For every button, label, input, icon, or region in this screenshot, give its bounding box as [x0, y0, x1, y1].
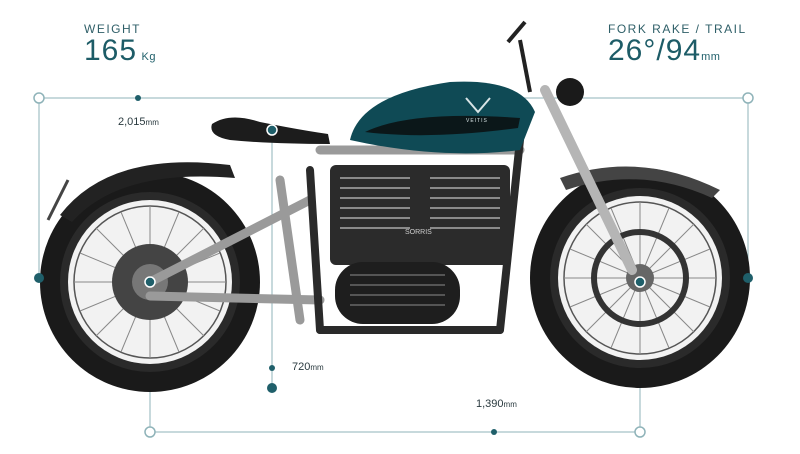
length-dimension: 2,015mm [118, 116, 159, 128]
weight-spec: WEIGHT 165 Kg [84, 22, 156, 66]
rear-fender [60, 162, 235, 222]
svg-text:SORRIS: SORRIS [405, 229, 432, 236]
front-fork [540, 85, 637, 275]
fork-value: 26°/94 [608, 34, 702, 67]
headlight [556, 78, 584, 106]
wheelbase-unit: mm [503, 400, 517, 409]
wheelbase-value: 1,390 [476, 398, 504, 410]
svg-text:VEITIS: VEITIS [466, 118, 488, 124]
weight-value: 165 [84, 34, 138, 67]
dimension-nodes [33, 92, 754, 438]
weight-label: WEIGHT [84, 22, 141, 36]
engine: SORRIS [330, 165, 510, 324]
seat-height-unit: mm [310, 363, 324, 372]
fork-spec: FORK RAKE / TRAIL 26°/94mm [608, 22, 747, 66]
wheelbase-dimension: 1,390mm [476, 398, 517, 410]
length-value: 2,015 [118, 116, 146, 128]
fork-label: FORK RAKE / TRAIL [608, 22, 747, 36]
front-fender [560, 166, 720, 198]
tank-logo: VEITIS [465, 97, 491, 124]
seat-height-value: 720 [292, 361, 311, 373]
seat-height-dimension: 720mm [292, 361, 324, 373]
length-unit: mm [145, 118, 159, 127]
fork-unit: mm [701, 51, 721, 63]
weight-unit: Kg [141, 51, 156, 63]
